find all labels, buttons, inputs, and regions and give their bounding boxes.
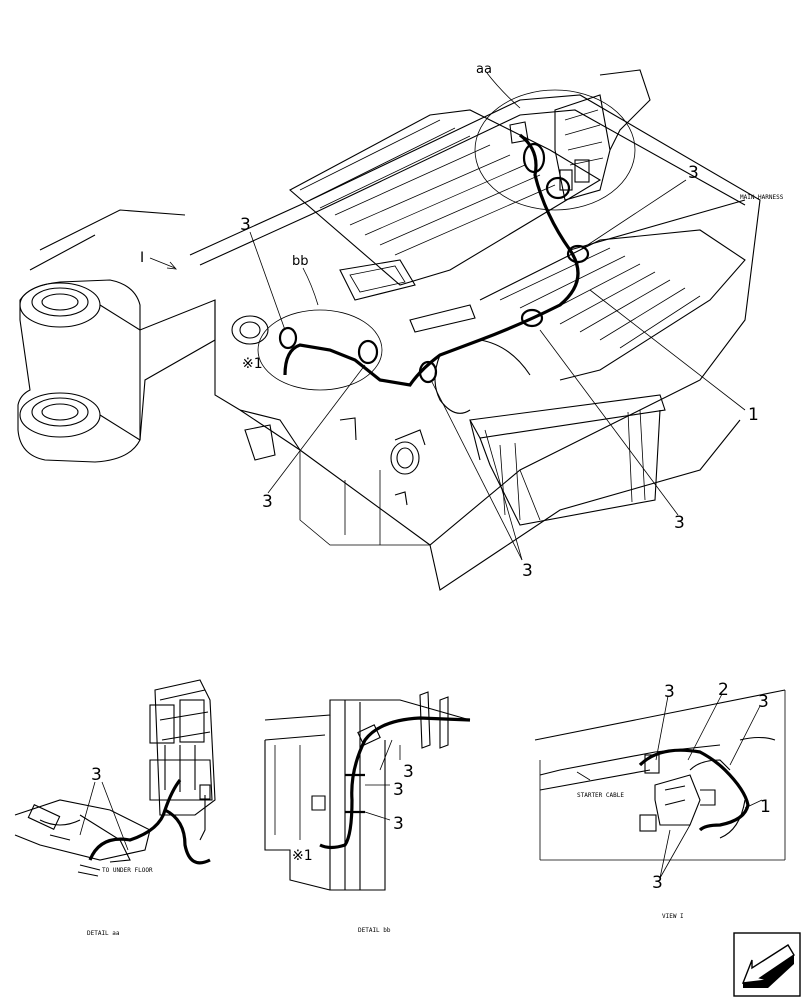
detail-bb-clamp-label: 3 [393, 814, 404, 834]
view-i-clamp-label: 3 [652, 873, 663, 893]
view-ref: I [140, 250, 144, 266]
view-i-drawing [534, 689, 786, 861]
view-i-clamp-label: 3 [664, 682, 675, 702]
detail-aa-drawing [14, 679, 216, 877]
machine-frame [17, 94, 761, 591]
detail-callout-circles [257, 89, 636, 391]
detail-bb-drawing [264, 691, 471, 891]
detail-bb-clamp-label: 3 [393, 780, 404, 800]
main-harness-label: MAIN HARNESS [740, 194, 784, 201]
clamp-label: 3 [688, 163, 699, 183]
view-i-caption: VIEW I [662, 913, 684, 920]
view-i-clamp-label: 3 [758, 692, 769, 712]
control-valve-assembly [509, 69, 651, 201]
detail-bb-caption: DETAIL bb [358, 927, 391, 934]
detail-aa-caption: DETAIL aa [87, 930, 120, 937]
view-i-leaders [576, 693, 763, 879]
detail-bb-leaders [364, 739, 393, 821]
clamp-label: 3 [674, 513, 685, 533]
arrow-icon[interactable] [733, 932, 801, 997]
clamp-markers [278, 142, 590, 384]
detail-bb-note-ref: ※1 [292, 848, 313, 864]
detail-aa-clamp-label: 3 [91, 765, 102, 785]
leader-lines [149, 72, 746, 561]
clamp-label: 3 [522, 561, 533, 581]
starter-cable-label: STARTER CABLE [577, 792, 624, 799]
harness-label: 1 [748, 405, 759, 425]
to-under-floor-label: TO UNDER FLOOR [102, 867, 153, 874]
detail-bb-ref: bb [292, 254, 309, 269]
clamp-label: 3 [240, 215, 251, 235]
view-i-harness-label: 1 [760, 797, 771, 817]
note-ref: ※1 [242, 356, 263, 372]
detail-bb-clamp-label: 3 [403, 762, 414, 782]
clamp-label: 3 [262, 492, 273, 512]
detail-aa-ref: aa [476, 62, 492, 77]
relay-label: 2 [718, 680, 729, 700]
